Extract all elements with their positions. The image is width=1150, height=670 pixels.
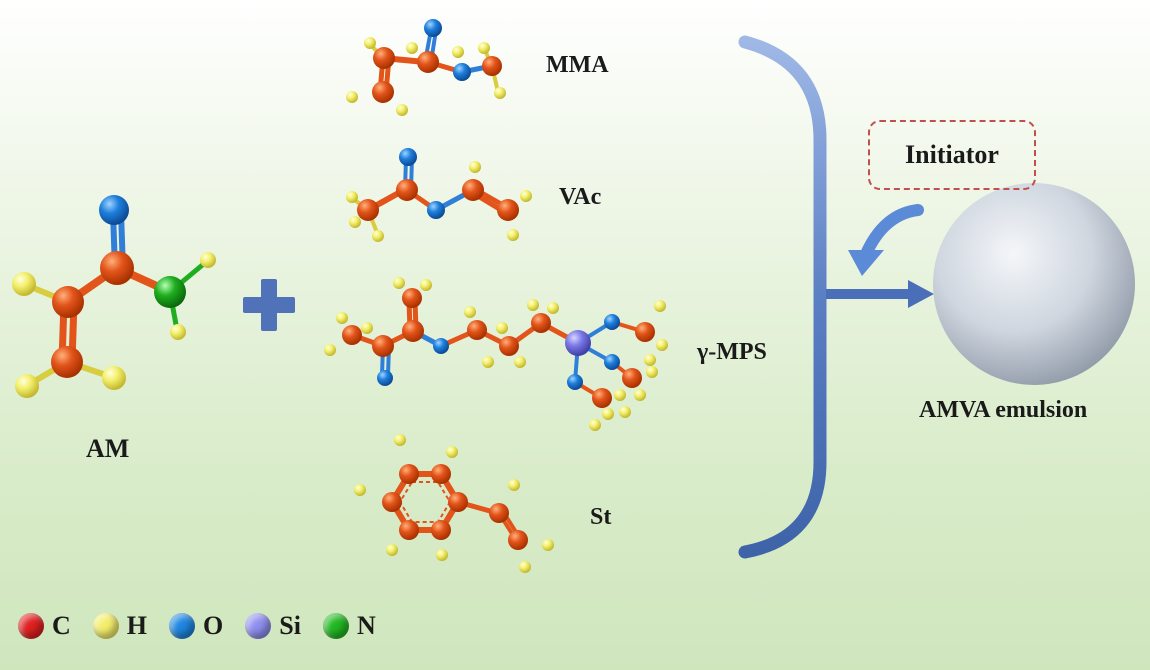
mps-molecule	[324, 277, 668, 431]
legend-item-si: Si	[245, 611, 301, 641]
initiator-box: Initiator	[868, 120, 1036, 190]
legend-label-n: N	[356, 611, 376, 640]
plus-icon	[243, 279, 295, 331]
label-vac: VAc	[559, 184, 602, 210]
combine-bracket	[738, 35, 827, 559]
label-initiator: Initiator	[905, 140, 999, 169]
legend-label-o: O	[203, 611, 224, 640]
emulsion-sphere	[933, 183, 1135, 385]
st-molecule	[354, 434, 554, 573]
legend-label-c: C	[52, 611, 71, 640]
legend-label-si: Si	[279, 611, 301, 640]
nitrogen-ball-icon	[322, 613, 349, 639]
label-mps: γ-MPS	[697, 339, 767, 365]
initiator-arrow	[860, 204, 924, 260]
reaction-arrow-head	[908, 280, 934, 308]
legend-item-h: H	[92, 611, 148, 641]
carbon-ball-icon	[18, 613, 44, 639]
silicon-ball-icon	[245, 613, 272, 639]
label-st: St	[590, 504, 612, 530]
hydrogen-ball-icon	[92, 613, 119, 639]
label-am: AM	[86, 434, 130, 463]
mma-molecule	[346, 19, 506, 116]
legend-label-h: H	[126, 611, 148, 640]
vac-molecule	[346, 148, 532, 242]
legend-item-n: N	[322, 611, 376, 641]
label-mma: MMA	[546, 52, 609, 78]
am-molecule	[12, 195, 216, 398]
legend-item-c: C	[18, 611, 71, 641]
oxygen-ball-icon	[169, 613, 196, 639]
initiator-arrow-head	[848, 250, 884, 276]
element-legend: C H O Si N	[18, 606, 398, 646]
legend-item-o: O	[169, 611, 223, 641]
label-amva-emulsion: AMVA emulsion	[919, 397, 1088, 423]
